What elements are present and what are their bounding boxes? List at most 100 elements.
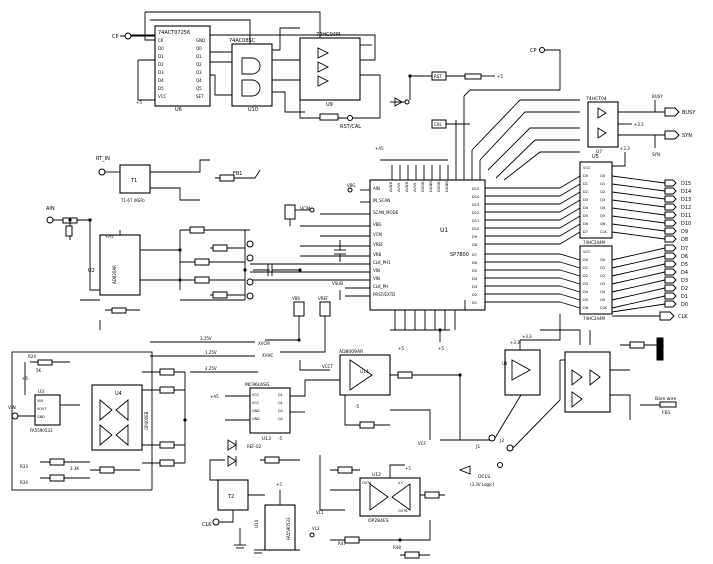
svg-text:+5: +5 xyxy=(438,346,444,351)
svg-text:D3: D3 xyxy=(583,282,588,286)
syn-connector[interactable] xyxy=(664,130,680,140)
ic-u13-label: U13 xyxy=(262,436,271,442)
d10-connector[interactable] xyxy=(664,219,677,227)
d15-connector[interactable] xyxy=(664,179,677,187)
svg-text:D6: D6 xyxy=(472,261,478,265)
adc-sp7800: U1 SP7800 +A5 AVDD AVSS AVDD AVSS DVDD xyxy=(250,47,580,351)
ic-op400-label: OP400EB xyxy=(144,411,149,430)
svg-text:D2: D2 xyxy=(583,190,588,194)
d1-label: D1 xyxy=(681,294,688,300)
svg-text:Q2: Q2 xyxy=(196,62,202,67)
svg-text:Q0: Q0 xyxy=(196,46,202,51)
svg-text:Q1: Q1 xyxy=(600,266,605,270)
transformer-t1 xyxy=(119,164,151,194)
svg-text:AIN: AIN xyxy=(373,186,380,191)
ain-input-stage: AIN AD820AR U2 +A5 xyxy=(46,206,180,330)
amp-section-frame xyxy=(11,351,153,491)
svg-text:SCAN_MODE: SCAN_MODE xyxy=(373,210,399,215)
cp2-terminal[interactable] xyxy=(539,47,545,53)
cp-terminal[interactable] xyxy=(124,32,132,40)
svg-text:VCC: VCC xyxy=(583,166,591,170)
bare-wire-label: Bare wire xyxy=(655,396,676,402)
svg-text:CLK_PH: CLK_PH xyxy=(373,284,388,289)
vcm-switch[interactable] xyxy=(284,204,296,220)
fb-label: FB1 xyxy=(662,410,671,416)
ocls-terminal[interactable] xyxy=(497,462,503,468)
svg-text:D0: D0 xyxy=(583,174,589,178)
vcct-label: VCCT xyxy=(322,364,333,369)
xvhc-label: XVHC xyxy=(262,353,273,358)
rt-in-label: RT_IN xyxy=(96,156,110,162)
vin-terminal[interactable] xyxy=(11,412,19,420)
d9-connector[interactable] xyxy=(664,227,677,235)
ic-74hc04m xyxy=(299,37,361,101)
svg-text:D1: D1 xyxy=(583,182,588,186)
svg-text:D11: D11 xyxy=(472,219,479,223)
svg-text:D2: D2 xyxy=(158,62,164,67)
d8-connector[interactable] xyxy=(664,235,677,243)
ic-u12-label: U12 xyxy=(372,472,381,478)
j2-terminal[interactable] xyxy=(488,434,496,442)
ain-terminal[interactable] xyxy=(46,216,54,224)
d6-label: D6 xyxy=(681,254,688,260)
clk-terminal[interactable] xyxy=(212,518,220,526)
vref-header[interactable] xyxy=(319,301,331,317)
d15-label: D15 xyxy=(681,181,691,187)
adc-decoupling-cap: VBG xyxy=(334,183,356,262)
ocls-label: OCLS xyxy=(478,474,490,480)
d4-connector[interactable] xyxy=(664,268,677,276)
svg-text:Q5: Q5 xyxy=(600,298,605,302)
clk-right-connector[interactable] xyxy=(659,311,675,321)
data-output-connectors-low: D7 D6 D5 D4 D3 D2 D1 D0 xyxy=(664,244,688,308)
j3-terminal[interactable] xyxy=(506,444,514,452)
svg-text:Q0: Q0 xyxy=(600,174,606,178)
ic-u14 xyxy=(264,504,296,551)
d3-connector[interactable] xyxy=(664,276,677,284)
d1-connector[interactable] xyxy=(664,292,677,300)
ic-74hc244-bot-label: 74HC244M xyxy=(583,316,606,321)
d2-connector[interactable] xyxy=(664,284,677,292)
d0-connector[interactable] xyxy=(664,300,677,308)
d0-label: D0 xyxy=(681,302,688,308)
svg-text:+A5: +A5 xyxy=(210,394,219,399)
d11-connector[interactable] xyxy=(664,211,677,219)
adc-sp7800-label: SP7800 xyxy=(450,252,469,258)
ic-u10-label: U10 xyxy=(248,107,258,113)
ic-ad820ar-label: AD820AR xyxy=(112,265,117,284)
d6-connector[interactable] xyxy=(664,252,677,260)
rt-in-terminal[interactable] xyxy=(98,168,106,176)
rst-cal-section: RST/CAL CAL RST +5 xyxy=(319,71,503,130)
d12-connector[interactable] xyxy=(664,203,677,211)
vl1-label: VL1 xyxy=(316,510,324,515)
plus5-label-b: +5 xyxy=(497,74,503,79)
svg-text:GND: GND xyxy=(196,38,205,43)
clk-header-connector[interactable] xyxy=(656,337,664,361)
cp-label: CP xyxy=(112,34,119,40)
rst-cal-terminal[interactable] xyxy=(347,115,353,121)
busy-connector[interactable] xyxy=(664,107,680,117)
svg-text:3.3K: 3.3K xyxy=(70,466,79,471)
svg-text:R47: R47 xyxy=(338,541,346,546)
d5-connector[interactable] xyxy=(664,260,677,268)
vbs-header[interactable] xyxy=(293,301,305,317)
svg-text:D5: D5 xyxy=(158,86,164,91)
ic-u6-label: U6 xyxy=(175,107,182,113)
clk-transformer-t2: T2 CLK xyxy=(202,459,265,549)
svg-text:OUTB: OUTB xyxy=(398,509,408,513)
d13-connector[interactable] xyxy=(664,195,677,203)
regulator-u14: U14 FA5590533 +5 VL2 xyxy=(254,482,320,554)
svg-text:Q3: Q3 xyxy=(600,282,605,286)
svg-text:VCC: VCC xyxy=(158,94,167,99)
v325-label: 3.25V xyxy=(200,336,212,341)
svg-text:AVSS: AVSS xyxy=(413,182,417,192)
svg-text:+A5: +A5 xyxy=(375,146,384,151)
ic-74ac08sc-label: 74AC08SC xyxy=(229,38,256,44)
vref-label: VREF xyxy=(318,296,329,301)
svg-text:D7: D7 xyxy=(583,230,588,234)
svg-text:D1: D1 xyxy=(278,393,283,397)
d14-connector[interactable] xyxy=(664,187,677,195)
lower-right-io: J2 J1 OCLS (3.3V Logic) U8 +3.3 Bare wir… xyxy=(458,329,677,487)
d7-connector[interactable] xyxy=(664,244,677,252)
